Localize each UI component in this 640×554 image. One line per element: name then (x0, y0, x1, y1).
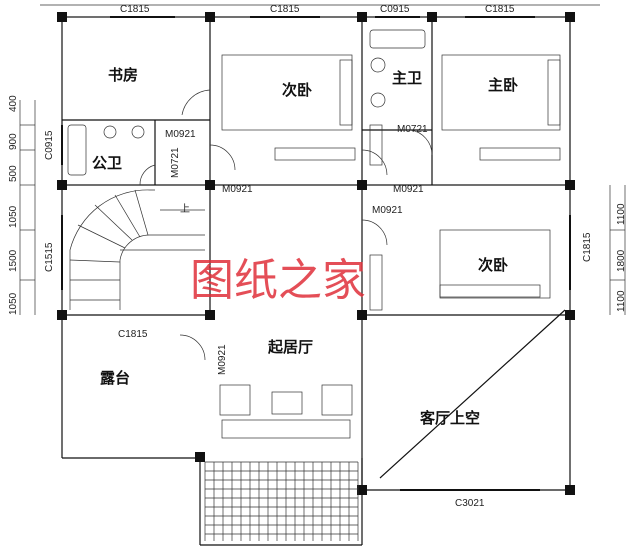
door-label-master-bath: M0721 (397, 124, 428, 135)
door-label-public-bath: M0721 (170, 147, 181, 178)
door-swings (139, 89, 433, 361)
door-label-bed-mid: M0921 (222, 184, 253, 195)
sofa-set (219, 384, 353, 439)
dimension-lines (19, 4, 626, 315)
dim-left-1: 400 (8, 95, 19, 112)
door-label-study: M0921 (165, 129, 196, 140)
dim-left-3: 500 (8, 165, 19, 182)
window-marks (61, 16, 571, 491)
room-master-bed: 主卧 (488, 76, 518, 94)
room-study: 书房 (108, 66, 138, 84)
spiral-stair (69, 189, 205, 310)
window-label-left-stair: C1515 (44, 242, 55, 272)
window-label-top4: C1815 (485, 4, 515, 15)
window-label-top2: C1815 (270, 4, 300, 15)
dim-left-6: 1050 (8, 292, 19, 315)
dim-left-4: 1050 (8, 205, 19, 228)
structural-columns (57, 12, 575, 495)
bed-mid (221, 54, 353, 131)
window-label-right-bed: C1815 (582, 232, 593, 262)
dim-right-3: 1100 (616, 290, 627, 312)
watermark-text: 图纸之家 (190, 255, 366, 306)
room-living: 起居厅 (267, 338, 313, 356)
window-label-left-bath: C0915 (44, 130, 55, 160)
room-terrace: 露台 (100, 369, 130, 387)
dim-right-2: 1800 (616, 249, 627, 272)
dim-left-5: 1500 (8, 249, 19, 272)
bed-right (439, 229, 551, 299)
window-label-top3: C0915 (380, 4, 410, 15)
dim-right-1: 1100 (616, 203, 627, 225)
stair-up-label: 上 (180, 203, 190, 215)
room-master-bath: 主卫 (392, 69, 422, 87)
room-public-bath: 公卫 (92, 154, 122, 172)
bathroom-fixtures (67, 29, 426, 176)
bed-master (441, 54, 561, 131)
door-label-bed-right: M0921 (372, 205, 403, 216)
window-label-bottom-right: C3021 (455, 498, 485, 509)
door-label-living: M0921 (217, 344, 228, 375)
dim-left-2: 900 (8, 133, 19, 150)
window-label-stair-bottom: C1815 (118, 329, 148, 340)
door-label-master-bed: M0921 (393, 184, 424, 195)
window-label-top1: C1815 (120, 4, 150, 15)
room-bedroom-mid: 次卧 (282, 81, 312, 99)
wardrobes (274, 124, 561, 311)
room-void: 客厅上空 (419, 409, 480, 427)
terrace-paving (204, 461, 359, 541)
room-bedroom-right: 次卧 (478, 256, 508, 274)
